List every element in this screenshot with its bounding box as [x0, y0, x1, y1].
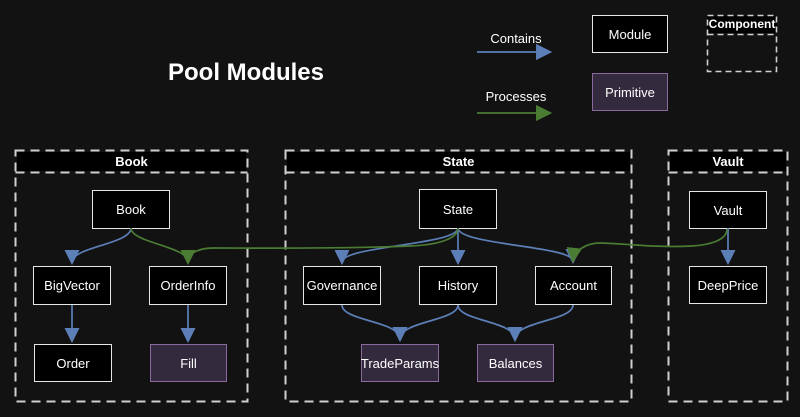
book-container-title: Book: [17, 152, 246, 171]
edge-history-tradeparams: [392, 304, 459, 343]
node-state-label: State: [442, 201, 474, 217]
page-title: Pool Modules: [168, 59, 324, 86]
vault-container-title: Vault: [670, 152, 786, 171]
edge-vault-account: [566, 228, 728, 264]
legend-primitive-box: Primitive: [592, 73, 668, 111]
legend-component-label: Component: [707, 16, 777, 33]
node-deepprice: DeepPrice: [689, 266, 767, 304]
node-orderinfo: OrderInfo: [149, 266, 227, 305]
edge-governance-tradeparams: [341, 304, 408, 343]
node-governance-label: Governance: [306, 278, 378, 293]
node-bigvector: BigVector: [33, 266, 111, 305]
node-bigvector-label: BigVector: [44, 278, 100, 293]
edge-state-orderinfo: [187, 227, 459, 259]
node-fill: Fill: [150, 344, 227, 382]
edge-state-governance: [334, 227, 459, 266]
edge-book-orderinfo: [130, 227, 196, 266]
node-history: History: [419, 266, 497, 305]
node-tradeparams: TradeParams: [361, 344, 439, 382]
node-vault: Vault: [689, 191, 767, 229]
node-tradeparams-label: TradeParams: [360, 355, 440, 371]
node-governance: Governance: [303, 266, 381, 305]
node-balances: Balances: [477, 344, 554, 382]
node-book: Book: [92, 190, 170, 229]
legend-module-box: Module: [592, 15, 668, 53]
edge-state-account: [457, 227, 581, 265]
node-orderinfo-label: OrderInfo: [160, 278, 216, 293]
node-book-label: Book: [116, 202, 146, 217]
legend-module-label: Module: [608, 26, 652, 42]
node-account: Account: [535, 266, 612, 305]
node-vault-label: Vault: [713, 202, 743, 218]
node-balances-label: Balances: [488, 355, 543, 371]
node-order: Order: [34, 344, 112, 382]
node-deepprice-label: DeepPrice: [697, 277, 759, 293]
node-state: State: [419, 189, 497, 229]
legend-processes-label: Processes: [485, 89, 547, 104]
node-fill-label: Fill: [180, 355, 197, 371]
edge-book-bigvector: [64, 227, 132, 266]
legend-contains-label: Contains: [490, 31, 542, 46]
node-account-label: Account: [550, 278, 597, 293]
edge-account-balances: [507, 304, 574, 343]
legend-primitive-label: Primitive: [605, 84, 655, 100]
edge-history-balances: [457, 304, 523, 343]
node-history-label: History: [437, 278, 479, 293]
node-order-label: Order: [56, 355, 90, 371]
state-container-title: State: [287, 152, 630, 171]
